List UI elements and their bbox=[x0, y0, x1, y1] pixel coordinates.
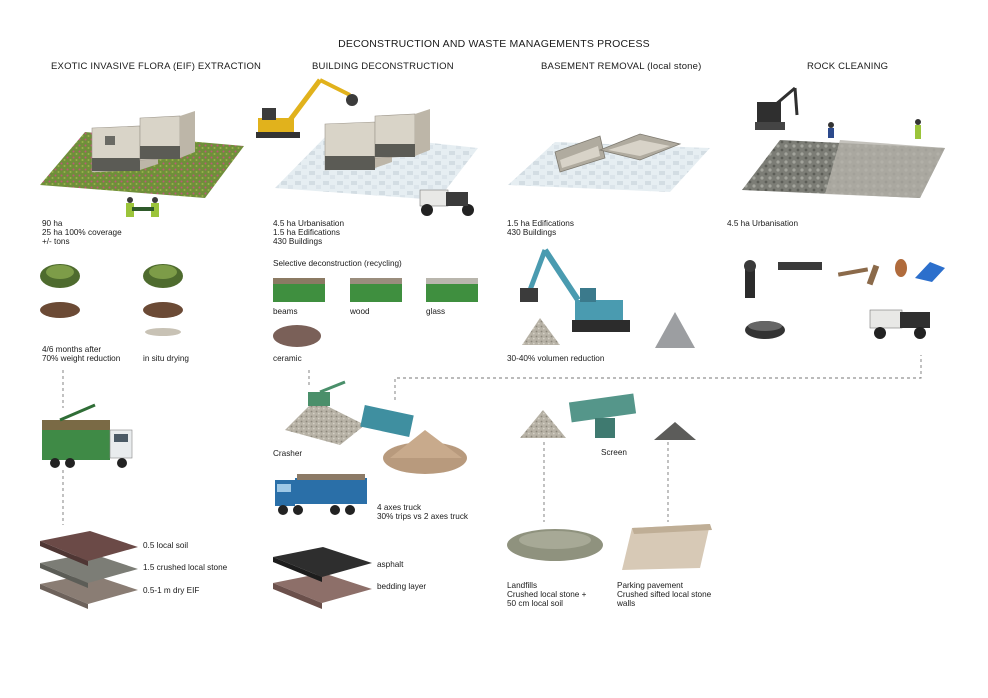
basement-excavator bbox=[520, 248, 695, 348]
eif-layer-stone: 1.5 crushed local stone bbox=[143, 563, 228, 572]
truck-axes-label: 4 axes truck bbox=[377, 503, 422, 512]
column-title-basement: BASEMENT REMOVAL (local stone) bbox=[541, 61, 702, 72]
eif-truck bbox=[42, 403, 133, 468]
screen-label: Screen bbox=[601, 448, 627, 457]
four-axes-truck bbox=[275, 474, 367, 515]
layer-bedding-label: bedding layer bbox=[377, 582, 427, 591]
landfills-title: Landfills bbox=[507, 581, 538, 590]
landfill-shape bbox=[507, 529, 603, 561]
eif-stat-coverage: 25 ha 100% coverage bbox=[42, 228, 122, 237]
screen-machine bbox=[520, 393, 696, 440]
ceramic-label: ceramic bbox=[273, 354, 302, 363]
landfills-line-2: Crushed local stone + bbox=[507, 590, 587, 599]
eif-drying-label: in situ drying bbox=[143, 354, 189, 363]
parking-title: Parking pavement bbox=[617, 581, 683, 590]
parking-line-3: walls bbox=[617, 599, 636, 608]
bin-label-glass: glass bbox=[426, 307, 446, 316]
eif-weight-reduction: 70% weight reduction bbox=[42, 354, 121, 363]
eif-site-illustration bbox=[40, 111, 244, 217]
recycling-bins bbox=[273, 278, 478, 302]
eif-piles bbox=[40, 264, 183, 336]
basement-illustration bbox=[508, 133, 710, 192]
building-site-illustration bbox=[275, 109, 478, 216]
column-title-eif: EXOTIC INVASIVE FLORA (EIF) EXTRACTION bbox=[51, 61, 262, 72]
rock-stat-urbanisation: 4.5 ha Urbanisation bbox=[727, 219, 799, 228]
eif-after-months: 4/6 months after bbox=[42, 345, 102, 354]
volume-reduction-label: 30-40% volumen reduction bbox=[507, 354, 605, 363]
building-stat-edifications: 1.5 ha Edifications bbox=[273, 228, 340, 237]
column-title-building: BUILDING DECONSTRUCTION bbox=[312, 61, 454, 72]
landfills-line-3: 50 cm local soil bbox=[507, 599, 563, 608]
selective-deconstruction-label: Selective deconstruction (recycling) bbox=[273, 259, 402, 268]
building-excavator bbox=[256, 78, 358, 138]
flow-connectors bbox=[62, 355, 922, 525]
truck-trips-label: 30% trips vs 2 axes truck bbox=[377, 512, 469, 521]
crasher-machine bbox=[285, 380, 467, 474]
eif-layer-dry: 0.5-1 m dry EIF bbox=[143, 586, 200, 595]
eif-layer-stack bbox=[40, 531, 138, 609]
building-layer-stack bbox=[273, 547, 372, 609]
building-stat-urbanisation: 4.5 ha Urbanisation bbox=[273, 219, 345, 228]
page-title: DECONSTRUCTION AND WASTE MANAGEMENTS PRO… bbox=[338, 38, 650, 50]
eif-layer-soil: 0.5 local soil bbox=[143, 541, 189, 550]
layer-asphalt-label: asphalt bbox=[377, 560, 404, 569]
bin-label-wood: wood bbox=[350, 307, 370, 316]
rock-tools bbox=[744, 259, 945, 339]
rock-site-illustration bbox=[742, 86, 945, 198]
parking-line-2: Crushed sifted local stone bbox=[617, 590, 712, 599]
ceramic-pile bbox=[273, 325, 321, 347]
basement-stat-buildings: 430 Buildings bbox=[507, 228, 557, 237]
eif-stat-area: 90 ha bbox=[42, 219, 63, 228]
column-title-rock: ROCK CLEANING bbox=[807, 61, 889, 72]
bin-label-beams: beams bbox=[273, 307, 298, 316]
parking-shape bbox=[622, 524, 712, 570]
eif-stat-tons: +/- tons bbox=[42, 237, 70, 246]
basement-stat-edifications: 1.5 ha Edifications bbox=[507, 219, 574, 228]
crasher-label: Crasher bbox=[273, 449, 303, 458]
building-stat-buildings: 430 Buildings bbox=[273, 237, 323, 246]
